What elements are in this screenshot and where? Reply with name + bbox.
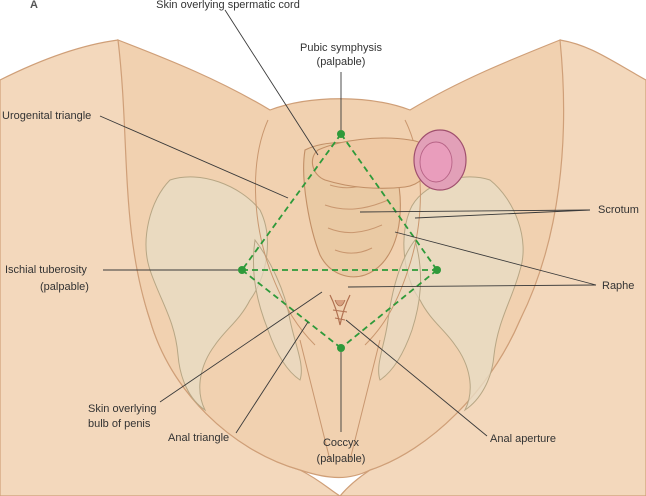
leader-anal-aperture [345, 319, 488, 437]
leader-spermatic-cord [224, 9, 319, 156]
label-pubic-symphysis: Pubic symphysis [300, 42, 382, 54]
leader-scrotum-a [359, 209, 591, 213]
label-bulb-of-penis: bulb of penis [88, 418, 151, 430]
label-ischial-tuberosity-palpable: (palpable) [40, 281, 89, 293]
leader-raphe-b [347, 284, 597, 288]
label-anal-aperture: Anal aperture [490, 433, 556, 445]
leader-anal-triangle [235, 321, 309, 434]
leader-urogenital-triangle [99, 115, 289, 199]
left-ischial-tuberosity-point [238, 266, 246, 274]
boundary-lower-right [340, 269, 438, 349]
leader-lines [99, 9, 597, 437]
boundary-lower-left [241, 269, 342, 349]
labels: A Skin overlying spermatic cord Pubic sy… [2, 0, 639, 465]
coccyx-point [337, 344, 345, 352]
panel-label: A [30, 0, 38, 11]
label-anal-triangle: Anal triangle [168, 432, 229, 444]
right-ischial-tuberosity-point [433, 266, 441, 274]
label-scrotum: Scrotum [598, 204, 639, 216]
boundary-upper-left [241, 133, 342, 271]
leader-raphe-a [394, 231, 597, 286]
perineum-boundary [241, 133, 438, 349]
leader-bulb-of-penis [159, 291, 323, 403]
label-coccyx-palpable: (palpable) [317, 453, 366, 465]
label-skin-overlying: Skin overlying [88, 403, 156, 415]
label-spermatic-cord: Skin overlying spermatic cord [156, 0, 300, 11]
body-illustration [0, 39, 646, 496]
label-coccyx: Coccyx [323, 437, 360, 449]
label-urogenital-triangle: Urogenital triangle [2, 110, 91, 122]
label-ischial-tuberosity: Ischial tuberosity [5, 264, 87, 276]
pubic-symphysis-point [337, 130, 345, 138]
boundary-upper-right [340, 133, 438, 271]
landmark-points [238, 130, 441, 352]
leader-scrotum-b [414, 209, 591, 219]
label-pubic-symphysis-palpable: (palpable) [317, 56, 366, 68]
label-raphe: Raphe [602, 280, 634, 292]
